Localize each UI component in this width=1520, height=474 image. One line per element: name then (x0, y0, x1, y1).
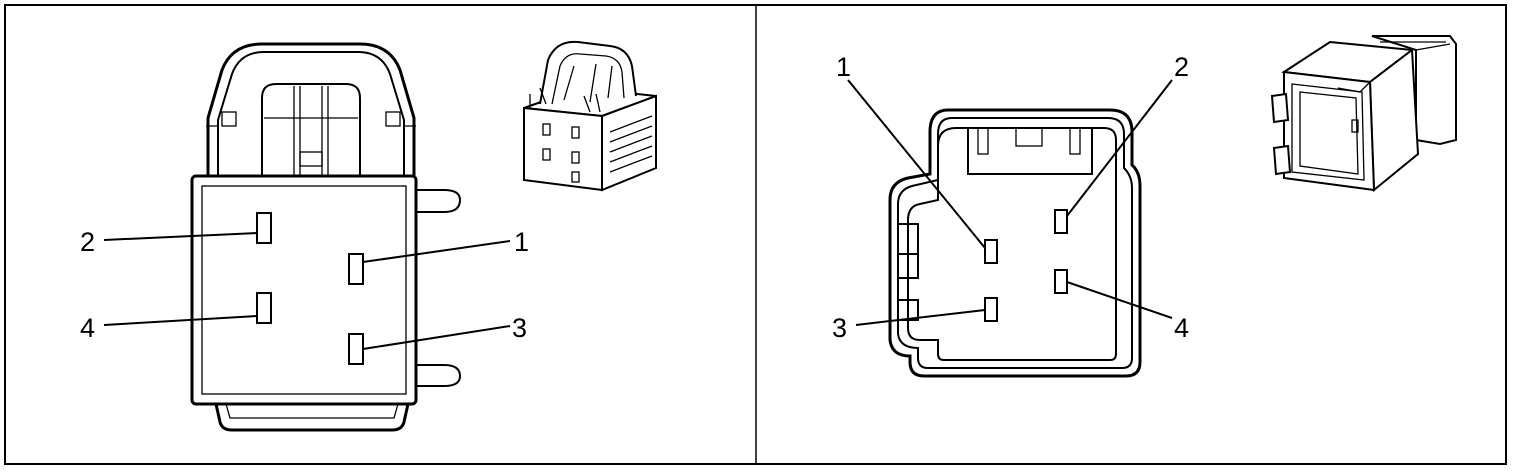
right-connector-face: 1 2 3 4 (832, 52, 1189, 378)
left-pin-label-2: 2 (80, 227, 95, 257)
right-pin-label-4: 4 (1174, 313, 1189, 343)
left-leader-3 (362, 325, 511, 350)
right-cavity-1 (984, 239, 998, 264)
right-cavity-2 (1054, 209, 1068, 234)
right-leader-4 (1066, 281, 1173, 319)
left-cavity-1 (348, 253, 364, 285)
left-cavity-2 (256, 212, 272, 244)
right-pin-label-1: 1 (836, 52, 851, 82)
left-connector-face: 1 2 3 4 (80, 42, 529, 432)
right-cavity-4 (1054, 269, 1068, 294)
right-leader-2 (1066, 79, 1173, 217)
right-cavity-3 (984, 297, 998, 322)
left-leader-1 (362, 240, 511, 263)
right-pin-label-3: 3 (832, 313, 847, 343)
left-leader-4 (103, 315, 258, 326)
left-leader-2 (103, 232, 258, 241)
left-pin-label-4: 4 (80, 313, 95, 343)
right-leader-3 (855, 309, 986, 326)
right-connector-isometric (1270, 35, 1457, 193)
right-pin-label-2: 2 (1174, 52, 1189, 82)
left-pin-label-1: 1 (514, 227, 529, 257)
right-leader-1 (847, 79, 986, 249)
left-pin-label-3: 3 (512, 313, 527, 343)
left-connector-isometric (523, 40, 657, 192)
left-cavity-4 (256, 292, 272, 324)
